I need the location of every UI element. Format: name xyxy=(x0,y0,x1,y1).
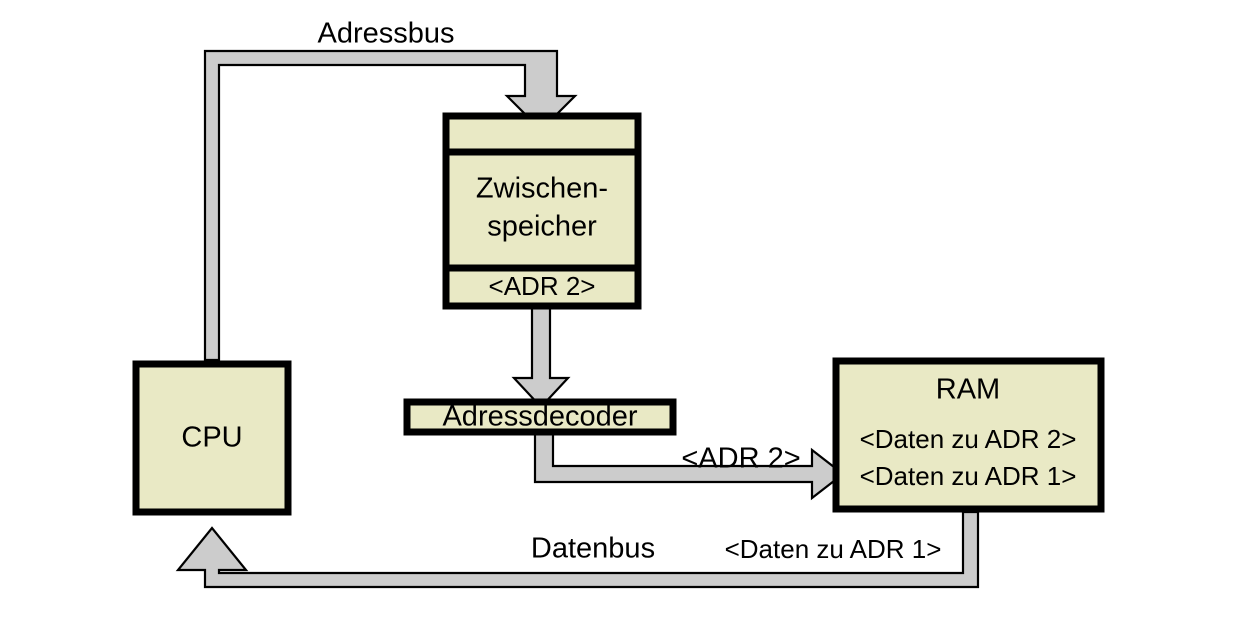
zwischenspeicher-label-line1: Zwischen- xyxy=(476,173,608,205)
datenbus-label: Datenbus xyxy=(531,533,655,565)
adressdecoder-box[interactable] xyxy=(403,398,677,436)
zwischenspeicher-box[interactable] xyxy=(442,112,642,310)
node-cpu[interactable]: CPU xyxy=(132,360,292,516)
zwischenspeicher-value: <ADR 2> xyxy=(489,271,596,301)
zwischenspeicher-decoder-path xyxy=(511,303,571,409)
bus-decoder-to-ram xyxy=(533,430,845,501)
ram-line-1: <Daten zu ADR 2> xyxy=(860,424,1077,454)
zwischenspeicher-label-line2: speicher xyxy=(487,211,597,243)
datenbus-payload-label: <Daten zu ADR 1> xyxy=(725,534,942,564)
adressdecoder-label: Adressdecoder xyxy=(442,401,637,433)
cpu-box[interactable] xyxy=(132,360,292,516)
cpu-label: CPU xyxy=(181,422,242,454)
ram-title: RAM xyxy=(936,374,1000,406)
adressbus-label: Adressbus xyxy=(317,18,454,50)
ram-box[interactable] xyxy=(832,357,1105,513)
decoder-to-ram-label: <ADR 2> xyxy=(681,443,800,475)
node-ram[interactable]: RAM <Daten zu ADR 2> <Daten zu ADR 1> xyxy=(832,357,1105,513)
node-zwischenspeicher[interactable]: Zwischen- speicher <ADR 2> xyxy=(442,112,642,310)
decoder-ram-path xyxy=(533,430,845,501)
datenbus-path xyxy=(175,510,980,589)
ram-line-2: <Daten zu ADR 1> xyxy=(860,461,1077,491)
bus-datenbus xyxy=(175,510,980,589)
bus-zwischenspeicher-to-decoder xyxy=(511,303,571,409)
node-adressdecoder[interactable]: Adressdecoder xyxy=(403,398,677,436)
